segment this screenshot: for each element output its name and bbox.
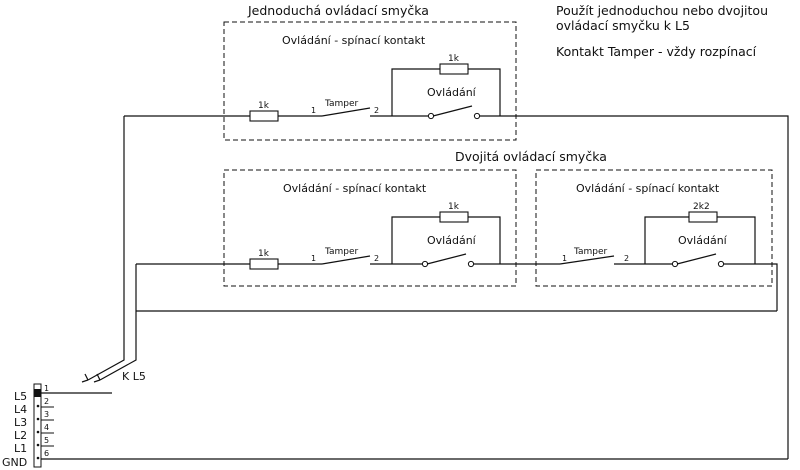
terminal-label-l5: L5 bbox=[14, 390, 27, 403]
resistor-label: 1k bbox=[448, 202, 460, 212]
terminal-number-1: 1 bbox=[44, 384, 49, 393]
resistor-label: 1k bbox=[258, 249, 270, 259]
box-label-single: Ovládání - spínací kontakt bbox=[282, 34, 426, 47]
resistor-label: 1k bbox=[448, 54, 460, 64]
tamper-pin2: 2 bbox=[374, 254, 379, 263]
resistor-1k-double bbox=[249, 258, 279, 270]
terminal-strip bbox=[33, 383, 42, 468]
tamper-pin1: 1 bbox=[311, 254, 316, 263]
switch-label-single: Ovládání bbox=[427, 86, 477, 99]
box-label-double-1: Ovládání - spínací kontakt bbox=[283, 182, 427, 195]
note-line-1: Použít jednoduchou nebo dvojitou bbox=[556, 3, 768, 18]
resistor-label-2k2: 2k2 bbox=[693, 202, 710, 212]
terminal-number-4: 4 bbox=[44, 423, 49, 432]
note-line-3: Kontakt Tamper - vždy rozpínací bbox=[556, 44, 757, 59]
resistor-1k-single bbox=[249, 110, 279, 122]
resistor-1k-parallel-single bbox=[439, 63, 469, 75]
tamper-pin1: 1 bbox=[562, 254, 567, 263]
double-loop-circuit-2: 1 Tamper 2 2k2 Ovládání bbox=[136, 202, 778, 312]
terminal-label-l3: L3 bbox=[14, 416, 27, 429]
note-line-2: ovládací smyčku k L5 bbox=[556, 18, 690, 33]
terminal-l5-marker bbox=[34, 389, 41, 397]
single-loop-box bbox=[223, 21, 517, 141]
switch-label-double-2: Ovládání bbox=[678, 234, 728, 247]
tamper-label: Tamper bbox=[573, 247, 608, 257]
arrow-label-kl5: K L5 bbox=[122, 370, 146, 383]
terminal-block: L5 L4 L3 L2 L1 GND 1 2 3 4 5 6 bbox=[2, 383, 788, 469]
arrows-to-l5: K L5 bbox=[81, 370, 146, 383]
terminal-label-l2: L2 bbox=[14, 429, 27, 442]
tamper-pin2: 2 bbox=[624, 254, 629, 263]
tamper-pin1: 1 bbox=[311, 106, 316, 115]
box-label-double-2: Ovládání - spínací kontakt bbox=[576, 182, 720, 195]
double-loop-circuit-1: 1k 1 Tamper 2 1k Ovládání bbox=[99, 202, 560, 381]
switch-label-double-1: Ovládání bbox=[427, 234, 477, 247]
terminal-number-3: 3 bbox=[44, 410, 49, 419]
terminal-number-2: 2 bbox=[44, 397, 49, 406]
single-loop-circuit: 1k 1 Tamper 2 1k Ovládání bbox=[87, 54, 789, 459]
double-loop-title: Dvojitá ovládací smyčka bbox=[455, 149, 607, 164]
terminal-number-5: 5 bbox=[44, 436, 49, 445]
resistor-2k2-parallel bbox=[688, 211, 718, 223]
terminal-label-l1: L1 bbox=[14, 442, 27, 455]
tamper-pin2: 2 bbox=[374, 106, 379, 115]
tamper-label: Tamper bbox=[324, 247, 359, 257]
terminal-label-l4: L4 bbox=[14, 403, 27, 416]
resistor-label: 1k bbox=[258, 101, 270, 111]
single-loop-title: Jednoduchá ovládací smyčka bbox=[247, 3, 429, 18]
resistor-1k-parallel-double bbox=[439, 211, 469, 223]
double-loop-box-1 bbox=[223, 169, 517, 287]
tamper-label: Tamper bbox=[324, 99, 359, 109]
terminal-label-gnd: GND bbox=[2, 456, 27, 469]
terminal-number-6: 6 bbox=[44, 449, 49, 458]
